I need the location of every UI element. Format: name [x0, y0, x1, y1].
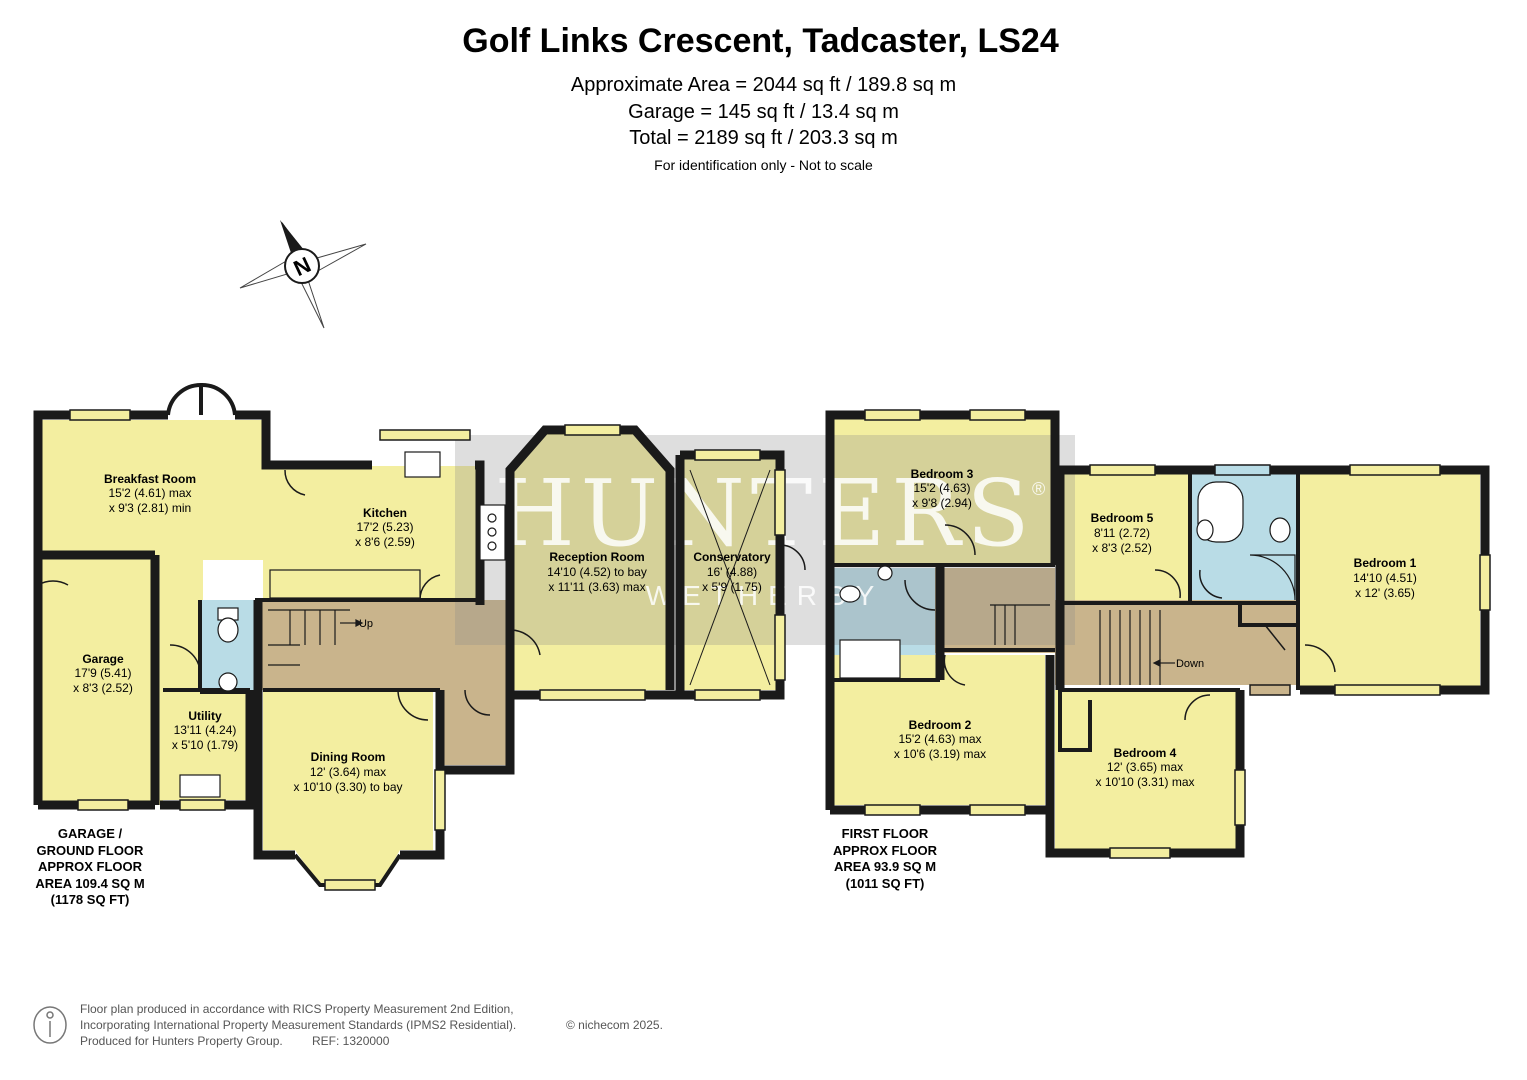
room-dims: 17'2 (5.23) — [357, 520, 414, 534]
room-name: Bedroom 3 — [911, 467, 974, 481]
room-dims: 14'10 (4.51) — [1353, 571, 1417, 585]
room-dims: 15'2 (4.63) max — [899, 732, 982, 746]
room-name: Utility — [188, 709, 222, 723]
footer-copyright: © nichecom 2025. — [566, 1018, 663, 1032]
ground-area-label: AREA 109.4 SQ M — [35, 876, 144, 891]
room-dims: 17'9 (5.41) — [75, 666, 132, 680]
hunters-watermark: HUNTERS ® WETHERBY — [455, 435, 1075, 645]
room-dims: 8'11 (2.72) — [1094, 526, 1150, 540]
room-labels: Breakfast Room 15'2 (4.61) max x 9'3 (2.… — [35, 467, 1417, 907]
first-area-label: (1011 SQ FT) — [846, 876, 925, 891]
footer-line-2: Incorporating International Property Mea… — [80, 1018, 517, 1032]
info-person-icon — [33, 1006, 67, 1044]
room-dims: x 10'10 (3.31) max — [1095, 775, 1194, 789]
watermark-registered: ® — [1032, 479, 1045, 499]
ground-area-label: GARAGE / — [58, 826, 123, 841]
room-dims: x 9'8 (2.94) — [912, 496, 972, 510]
room-name: Reception Room — [549, 550, 644, 564]
garage-area-text: Garage = 145 sq ft / 13.4 sq m — [628, 101, 899, 123]
room-dims: x 9'3 (2.81) min — [109, 501, 191, 515]
ground-area-label: APPROX FLOOR — [38, 859, 143, 874]
stair-down-label: Down — [1176, 658, 1204, 670]
room-dims: 14'10 (4.52) to bay — [547, 565, 647, 579]
room-name: Bedroom 4 — [1114, 746, 1177, 760]
total-area-text: Total = 2189 sq ft / 203.3 sq m — [629, 127, 898, 149]
footer-ref: REF: 1320000 — [312, 1034, 390, 1048]
room-dims: x 8'3 (2.52) — [73, 681, 133, 695]
room-dims: 12' (3.65) max — [1107, 760, 1183, 774]
room-dims: x 12' (3.65) — [1355, 586, 1415, 600]
stair-up-label: Up — [359, 618, 373, 630]
room-dims: 16' (4.88) — [707, 565, 757, 579]
room-dims: x 10'6 (3.19) max — [894, 747, 986, 761]
first-area-label: APPROX FLOOR — [833, 843, 938, 858]
room-name: Kitchen — [363, 506, 407, 520]
first-area-label: AREA 93.9 SQ M — [834, 859, 936, 874]
room-dims: x 8'3 (2.52) — [1092, 541, 1152, 555]
room-dims: 13'11 (4.24) — [174, 723, 237, 737]
ground-area-label: GROUND FLOOR — [37, 843, 144, 858]
disclaimer-text: For identification only - Not to scale — [654, 157, 873, 173]
footer-line-1: Floor plan produced in accordance with R… — [80, 1002, 514, 1016]
room-dims: x 8'6 (2.59) — [355, 535, 415, 549]
ground-area-label: (1178 SQ FT) — [51, 892, 130, 907]
room-name: Bedroom 1 — [1354, 556, 1417, 570]
room-name: Garage — [82, 652, 124, 666]
room-dims: 12' (3.64) max — [310, 765, 386, 779]
room-dims: 15'2 (4.61) max — [109, 486, 192, 500]
room-dims: x 5'9 (1.75) — [702, 580, 762, 594]
approx-area-text: Approximate Area = 2044 sq ft / 189.8 sq… — [570, 74, 957, 96]
room-dims: 15'2 (4.63) — [914, 481, 971, 495]
room-name: Dining Room — [311, 750, 386, 764]
footer-line-3a: Produced for Hunters Property Group. — [80, 1034, 283, 1048]
first-area-label: FIRST FLOOR — [842, 826, 929, 841]
plan-title: Golf Links Crescent, Tadcaster, LS24 — [462, 22, 1059, 60]
room-dims: x 5'10 (1.79) — [172, 738, 238, 752]
room-dims: x 10'10 (3.30) to bay — [293, 780, 402, 794]
room-name: Bedroom 5 — [1091, 511, 1154, 525]
room-dims: x 11'11 (3.63) max — [548, 580, 645, 594]
watermark-brand: HUNTERS — [494, 460, 1035, 567]
room-name: Bedroom 2 — [909, 718, 972, 732]
room-name: Conservatory — [693, 550, 771, 564]
room-name: Breakfast Room — [104, 472, 196, 486]
compass-icon: N — [239, 220, 367, 329]
